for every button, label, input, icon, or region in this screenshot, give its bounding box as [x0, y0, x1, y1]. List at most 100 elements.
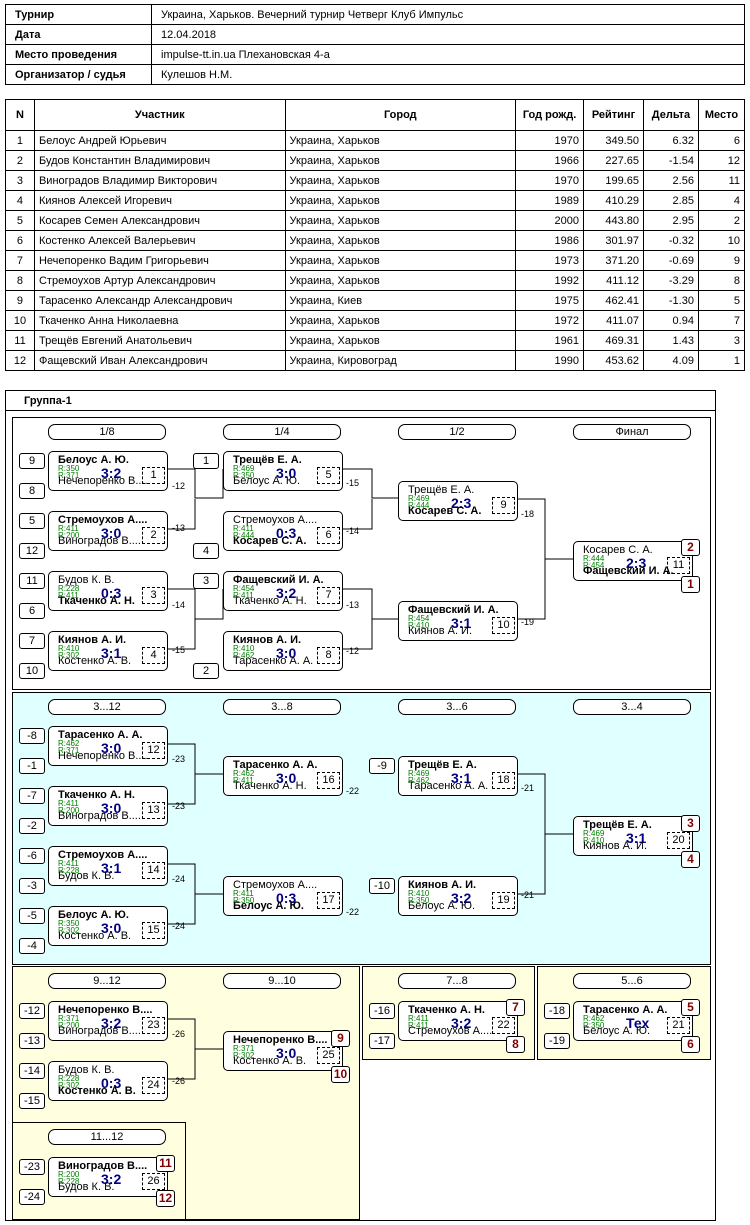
seed-box: 12 — [19, 543, 45, 559]
player-1-rating: R:228 — [58, 1074, 80, 1083]
table-cell: 1970 — [515, 130, 585, 151]
place-badge: 11 — [156, 1155, 175, 1172]
player-1-rating: R:371 — [58, 1014, 80, 1023]
place-badge: 3 — [681, 815, 700, 832]
match-player-2: Костенко А. В. — [58, 1085, 136, 1097]
place-badge: 1 — [681, 576, 700, 593]
player-1-rating: R:469 — [408, 769, 430, 778]
player-2-rating: R:350 — [233, 471, 255, 480]
match-player-2: Ткаченко А. Н. — [233, 780, 307, 792]
place-badge: 4 — [681, 851, 700, 868]
column-header: Место — [697, 99, 746, 131]
loser-destination: -18 — [521, 509, 535, 519]
table-cell: 1973 — [515, 250, 585, 271]
seed-box: -8 — [19, 728, 45, 744]
round-label: 7...8 — [398, 973, 516, 989]
match-number: 19 — [492, 892, 515, 909]
player-2-rating: R:411 — [233, 776, 254, 785]
match-score: 3:1 — [451, 770, 472, 786]
player-2-rating: R:302 — [58, 926, 80, 935]
match-player-2: Нечепоренко В.... — [58, 475, 148, 487]
player-2-rating: R:302 — [58, 1081, 80, 1090]
seed-box: -3 — [19, 878, 45, 894]
bracket-connector — [167, 863, 223, 895]
seed-box: -1 — [19, 758, 45, 774]
place-badge: 10 — [331, 1066, 350, 1083]
match-score: 2:3 — [626, 555, 647, 571]
table-cell: 12 — [5, 350, 35, 371]
table-cell: 1989 — [515, 190, 585, 211]
seed-box: -10 — [369, 878, 395, 894]
match-number: 3 — [142, 587, 165, 604]
match-player-2: Киянов А. И. — [408, 625, 473, 637]
match-number: 4 — [142, 647, 165, 664]
round-label: 9...10 — [223, 973, 341, 989]
player-1-rating: R:410 — [233, 644, 255, 653]
player-1-rating: R:469 — [583, 829, 605, 838]
player-1-rating: R:410 — [408, 889, 430, 898]
match-score: 3:0 — [101, 800, 122, 816]
loser-destination: -14 — [346, 526, 360, 536]
bracket-connector — [342, 499, 373, 530]
place-badge: 8 — [506, 1036, 525, 1053]
seed-box: 9 — [19, 453, 45, 469]
table-cell: 443.80 — [583, 210, 644, 231]
seed-box: -2 — [19, 818, 45, 834]
info-key: Место проведения — [5, 44, 152, 65]
bracket-connector — [167, 499, 196, 530]
match-score: 3:1 — [101, 860, 122, 876]
loser-destination: -13 — [172, 523, 186, 533]
loser-destination: -21 — [521, 783, 535, 793]
bracket-connector — [517, 498, 573, 560]
table-cell: 453.62 — [583, 350, 644, 371]
round-label: 3...4 — [573, 699, 691, 715]
player-2-rating: R:410 — [583, 836, 605, 845]
loser-destination: -22 — [346, 907, 360, 917]
table-cell: 411.12 — [583, 270, 644, 291]
match-number: 5 — [317, 467, 340, 484]
seed-box: -23 — [19, 1159, 45, 1175]
place-badge: 6 — [681, 1036, 700, 1053]
seed-box: 11 — [19, 573, 45, 589]
match-number: 25 — [317, 1047, 340, 1064]
match-number: 23 — [142, 1017, 165, 1034]
seed-box: -15 — [19, 1093, 45, 1109]
loser-destination: -15 — [172, 645, 186, 655]
match-player-2: Ткаченко А. Н. — [58, 595, 135, 607]
player-1-rating: R:411 — [58, 859, 79, 868]
match-score: 3:0 — [101, 525, 122, 541]
table-cell: 2000 — [515, 210, 585, 231]
player-1-rating: R:411 — [233, 524, 254, 533]
round-label: 5...6 — [573, 973, 691, 989]
table-cell: 227.65 — [583, 150, 644, 171]
place-badge: 5 — [681, 999, 700, 1016]
round-label: Финал — [573, 424, 691, 440]
match-score: 0:3 — [101, 1075, 122, 1091]
match-score: 0:3 — [276, 525, 297, 541]
table-cell: 4.09 — [642, 350, 699, 371]
match-number: 2 — [142, 527, 165, 544]
bracket-connector — [517, 559, 546, 620]
match-score: 3:1 — [626, 830, 647, 846]
match-score: 0:3 — [276, 890, 297, 906]
seed-box: 6 — [19, 603, 45, 619]
match-score: 3:2 — [101, 1171, 122, 1187]
match-score: 3:0 — [101, 740, 122, 756]
seed-box: -19 — [544, 1033, 570, 1049]
match-number: 12 — [142, 742, 165, 759]
match-player-2: Косарев С. А. — [233, 535, 307, 547]
